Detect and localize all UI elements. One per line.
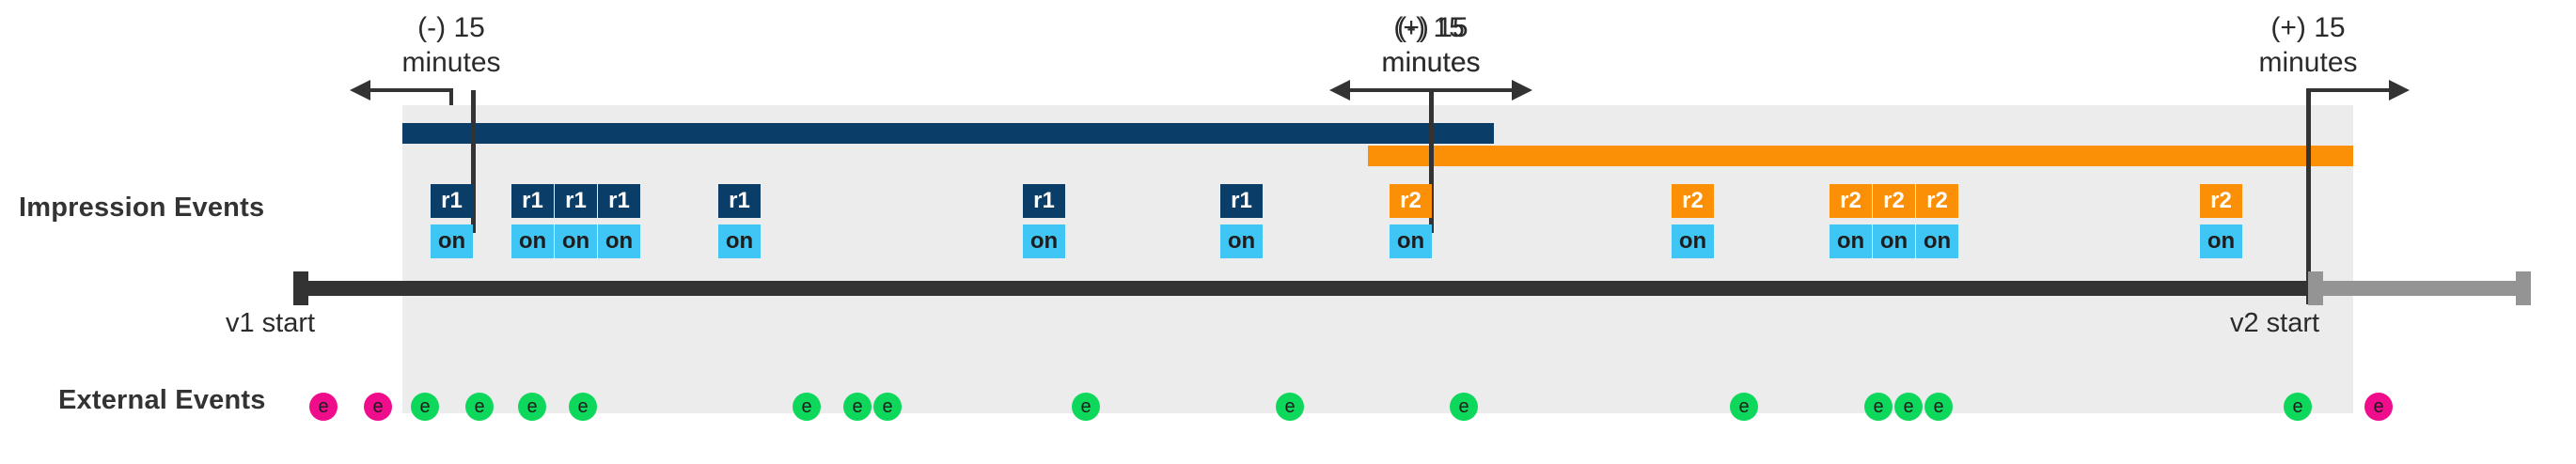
external-event-dot[interactable]: e [364, 393, 392, 421]
impression-chip-state[interactable]: on [1873, 224, 1915, 258]
external-event-dot[interactable]: e [843, 393, 872, 421]
impression-chip-state[interactable]: on [1672, 224, 1714, 258]
impression-events-row-label: Impression Events [19, 193, 265, 223]
dropline-middle [1429, 90, 1434, 233]
impression-chip-version[interactable]: r1 [431, 184, 473, 218]
impression-chip-state[interactable]: on [1830, 224, 1872, 258]
impression-chip-state[interactable]: on [511, 224, 554, 258]
timeline-axis-v1 [293, 281, 2308, 296]
impression-chip-state[interactable]: on [555, 224, 597, 258]
impression-chip-state[interactable]: on [1023, 224, 1065, 258]
impression-chip-state[interactable]: on [431, 224, 473, 258]
impression-chip-version[interactable]: r1 [1023, 184, 1065, 218]
external-event-dot[interactable]: e [1276, 393, 1304, 421]
external-event-dot[interactable]: e [2364, 393, 2393, 421]
impression-chip-state[interactable]: on [718, 224, 761, 258]
impression-chip-state[interactable]: on [598, 224, 640, 258]
timeline-axis-v2-start-cap [2308, 271, 2323, 305]
impression-chip-version[interactable]: r1 [1220, 184, 1263, 218]
impression-chip-version[interactable]: r1 [718, 184, 761, 218]
external-events-row-label: External Events [58, 385, 266, 415]
arrow-minus-15-left-icon [350, 80, 453, 105]
impression-chip-version[interactable]: r2 [1873, 184, 1915, 218]
external-event-dot[interactable]: e [518, 393, 546, 421]
impression-chip-version[interactable]: r2 [1830, 184, 1872, 218]
v2-bar [1368, 146, 2353, 166]
external-event-dot[interactable]: e [793, 393, 821, 421]
v1-bar [402, 123, 1494, 144]
impression-chip-version[interactable]: r2 [1916, 184, 1958, 218]
impression-chip-version[interactable]: r1 [555, 184, 597, 218]
external-event-dot[interactable]: e [1072, 393, 1100, 421]
external-event-dot[interactable]: e [411, 393, 439, 421]
annotation-line-2: minutes [1381, 46, 1481, 78]
timeline-axis-v2 [2308, 281, 2531, 296]
annotation-line-1: (+) 15 [1393, 12, 1469, 43]
external-event-dot[interactable]: e [1450, 393, 1478, 421]
arrow-plus-15-right-icon [2306, 80, 2410, 105]
external-event-dot[interactable]: e [309, 393, 338, 421]
dropline-left [471, 90, 476, 233]
external-event-dot[interactable]: e [2284, 393, 2312, 421]
external-event-dot[interactable]: e [465, 393, 494, 421]
external-event-dot[interactable]: e [1924, 393, 1953, 421]
annotation-line-2: minutes [2258, 46, 2358, 78]
impression-chip-state[interactable]: on [1220, 224, 1263, 258]
external-event-dot[interactable]: e [1894, 393, 1923, 421]
external-event-dot[interactable]: e [1864, 393, 1893, 421]
annotation-line-1: (-) 15 [417, 12, 485, 43]
v1-start-label: v1 start [226, 308, 316, 338]
impression-chip-version[interactable]: r1 [598, 184, 640, 218]
impression-chip-version[interactable]: r2 [1672, 184, 1714, 218]
external-event-dot[interactable]: e [873, 393, 902, 421]
timeline-axis-v1-start-cap [293, 271, 308, 305]
impression-chip-version[interactable]: r1 [511, 184, 554, 218]
impression-chip-version[interactable]: r2 [1390, 184, 1432, 218]
annotation-line-2: minutes [1381, 46, 1481, 78]
v2-start-label: v2 start [2230, 308, 2320, 338]
timeline-axis-v2-end-cap [2516, 271, 2531, 305]
arrow-plus-15-middle-icon [1429, 80, 1532, 105]
annotation-line-2: minutes [401, 46, 501, 78]
annotation-line-1: (-) 15 [1397, 12, 1465, 43]
dropline-right [2306, 90, 2311, 304]
impression-chip-version[interactable]: r2 [2200, 184, 2242, 218]
external-event-dot[interactable]: e [1730, 393, 1758, 421]
impression-chip-state[interactable]: on [2200, 224, 2242, 258]
impression-chip-state[interactable]: on [1390, 224, 1432, 258]
impression-chip-state[interactable]: on [1916, 224, 1958, 258]
annotation-line-1: (+) 15 [2270, 12, 2346, 43]
external-event-dot[interactable]: e [569, 393, 597, 421]
